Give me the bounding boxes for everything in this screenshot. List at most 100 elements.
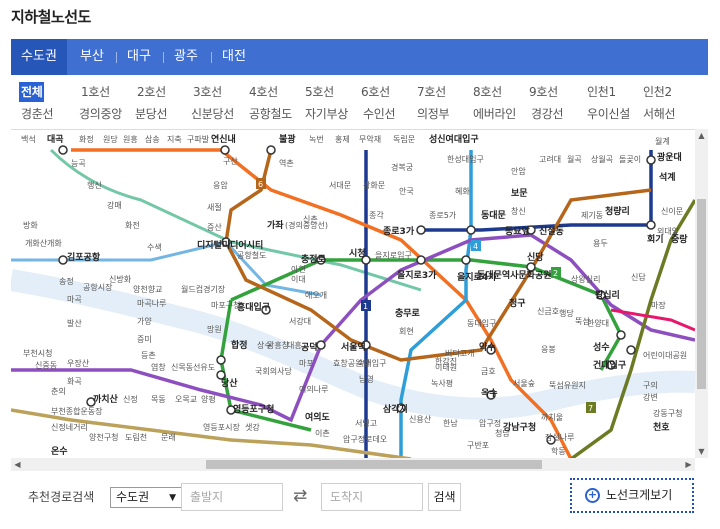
station-label[interactable]: 강동구청 xyxy=(653,408,682,418)
station-label[interactable]: 충정로 xyxy=(301,253,327,265)
line-filter-line5[interactable]: 5호선 xyxy=(305,85,334,99)
station-label[interactable]: 월드컵경기장 xyxy=(181,284,226,294)
station-label[interactable]: 서대문 xyxy=(329,181,351,190)
station-label[interactable]: 한성대입구 xyxy=(447,155,484,164)
station-label[interactable]: 까치울 xyxy=(541,413,563,422)
station-label[interactable]: 국회의사당 xyxy=(255,366,292,376)
station-label[interactable]: 이태원 xyxy=(435,362,457,372)
region-tab-sudogwon[interactable]: 수도권 xyxy=(11,39,67,75)
station-label[interactable]: 어린이대공원 xyxy=(643,350,687,360)
station-label[interactable]: 약수 xyxy=(479,341,496,353)
station-label[interactable]: 공덕 xyxy=(301,342,318,353)
region-tab-daegu[interactable]: 대구 xyxy=(127,49,151,64)
station-label[interactable]: 대흥 xyxy=(287,340,302,350)
station-label[interactable]: 신답 xyxy=(631,272,646,282)
station-label[interactable]: 서빙고 xyxy=(355,419,377,428)
station-label[interactable]: 영등포시장 xyxy=(203,422,240,432)
station-label[interactable]: 합정 xyxy=(231,339,248,351)
line-filter-sinbundang[interactable]: 신분당선 xyxy=(191,107,234,121)
scroll-down-arrow-icon[interactable]: ▼ xyxy=(698,447,705,456)
line-filter-uijeongbu[interactable]: 의정부 xyxy=(417,107,450,121)
horizontal-scroll-thumb[interactable] xyxy=(206,460,542,469)
station-label[interactable]: 신중동 xyxy=(35,361,57,370)
station-label[interactable]: 도림천 xyxy=(125,432,147,442)
station-label[interactable]: 신금호 xyxy=(537,307,559,316)
station-label[interactable]: 종로5가 xyxy=(429,211,457,220)
station-label[interactable]: 이촌 xyxy=(315,428,330,438)
station-label[interactable]: 아현 xyxy=(291,264,306,274)
map-vertical-scrollbar[interactable]: ▲ ▼ xyxy=(695,129,708,458)
station-label[interactable]: 용두 xyxy=(593,239,608,248)
station-label[interactable]: 신정 xyxy=(123,394,138,404)
station-label[interactable]: 상왕십리 xyxy=(571,274,600,284)
line-filter-line9[interactable]: 9호선 xyxy=(529,85,558,99)
station-label[interactable]: 성수 xyxy=(593,341,610,353)
station-label[interactable]: 상월곡 xyxy=(591,154,613,164)
station-label[interactable]: 강매 xyxy=(107,200,122,210)
station-label[interactable]: 강남구청 xyxy=(503,421,536,433)
station-label[interactable]: 구의 xyxy=(643,380,658,390)
station-label[interactable]: 남영 xyxy=(359,374,374,384)
station-label[interactable]: 성신여대입구 xyxy=(429,133,479,145)
station-label[interactable]: 역촌 xyxy=(279,158,294,168)
station-label[interactable]: 월계 xyxy=(655,136,670,146)
station-label[interactable]: 화전 xyxy=(125,220,140,230)
scroll-right-arrow-icon[interactable]: ▶ xyxy=(685,460,692,469)
station-label[interactable]: 증미 xyxy=(137,335,152,344)
station-label[interactable]: 염창 xyxy=(151,363,166,372)
station-label[interactable]: 구반포 xyxy=(467,441,489,450)
station-label[interactable]: 서강대 xyxy=(289,316,311,326)
station-label[interactable]: (경의중앙선) xyxy=(285,220,328,230)
station-label[interactable]: 불광 xyxy=(279,133,296,145)
station-label[interactable]: 양천구청 xyxy=(89,432,118,442)
station-label[interactable]: 응암 xyxy=(213,180,228,190)
station-label[interactable]: 홍대입구 xyxy=(237,301,270,313)
line-filter-line4[interactable]: 4호선 xyxy=(249,85,278,99)
station-label[interactable]: 마장 xyxy=(651,300,666,310)
station-label[interactable]: 종각 xyxy=(369,210,384,220)
station-label[interactable]: 방화 xyxy=(23,220,38,230)
station-label[interactable]: 양평 xyxy=(201,394,216,404)
station-label[interactable]: 개화 xyxy=(47,238,62,248)
station-label[interactable]: 부천시청 xyxy=(23,348,52,358)
station-label[interactable]: 건대입구 xyxy=(593,359,626,371)
station-label[interactable]: 등촌 xyxy=(141,351,156,360)
station-label[interactable]: 창신 xyxy=(511,207,526,216)
station-label[interactable]: 지축 xyxy=(167,135,182,144)
station-label[interactable]: 압구정로데오 xyxy=(343,434,387,444)
station-label[interactable]: 뚝섬유원지 xyxy=(549,380,586,390)
search-button[interactable]: 검색 xyxy=(428,483,461,511)
station-label[interactable]: 신방화 xyxy=(109,274,132,284)
station-label[interactable]: 회기 xyxy=(647,233,664,245)
station-label[interactable]: 공항시장 xyxy=(83,282,113,292)
station-label[interactable]: 신촌 xyxy=(303,215,318,224)
station-label[interactable]: 삼각지 xyxy=(383,403,408,415)
station-label[interactable]: 구파발 xyxy=(187,134,210,144)
station-label[interactable]: 숙대입구 xyxy=(357,359,386,368)
station-label[interactable]: 행당 xyxy=(559,308,574,318)
station-label[interactable]: 원흥 xyxy=(123,134,138,144)
line-filter-incheon2[interactable]: 인천2 xyxy=(643,85,672,99)
line-filter-seohae[interactable]: 서해선 xyxy=(643,107,676,121)
station-label[interactable]: 경복궁 xyxy=(391,162,413,172)
station-label[interactable]: 버티고개 xyxy=(445,348,474,358)
station-label[interactable]: 화곡 xyxy=(67,377,82,386)
scroll-up-arrow-icon[interactable]: ▲ xyxy=(698,131,705,140)
station-label[interactable]: 서울역 xyxy=(341,341,366,353)
station-label[interactable]: 을지로입구 xyxy=(375,251,412,260)
station-label[interactable]: 외대앞 xyxy=(657,226,680,236)
station-label[interactable]: 제기동 xyxy=(581,211,603,220)
station-label[interactable]: 발산 xyxy=(67,318,82,328)
station-label[interactable]: 학동 xyxy=(551,446,566,456)
station-label[interactable]: 마곡나루 xyxy=(137,299,166,308)
station-label[interactable]: 여의도 xyxy=(305,411,331,423)
station-label[interactable]: 회현 xyxy=(399,327,414,336)
line-filter-everline[interactable]: 에버라인 xyxy=(473,107,516,121)
line-filter-gyeonggang[interactable]: 경강선 xyxy=(531,107,564,121)
station-label[interactable]: 시청 xyxy=(349,247,366,259)
station-label[interactable]: 잠실나루 xyxy=(545,432,574,442)
line-filter-bundang[interactable]: 분당선 xyxy=(135,107,168,121)
station-label[interactable]: 마곡 xyxy=(67,295,82,304)
station-label[interactable]: 신당 xyxy=(527,251,544,263)
